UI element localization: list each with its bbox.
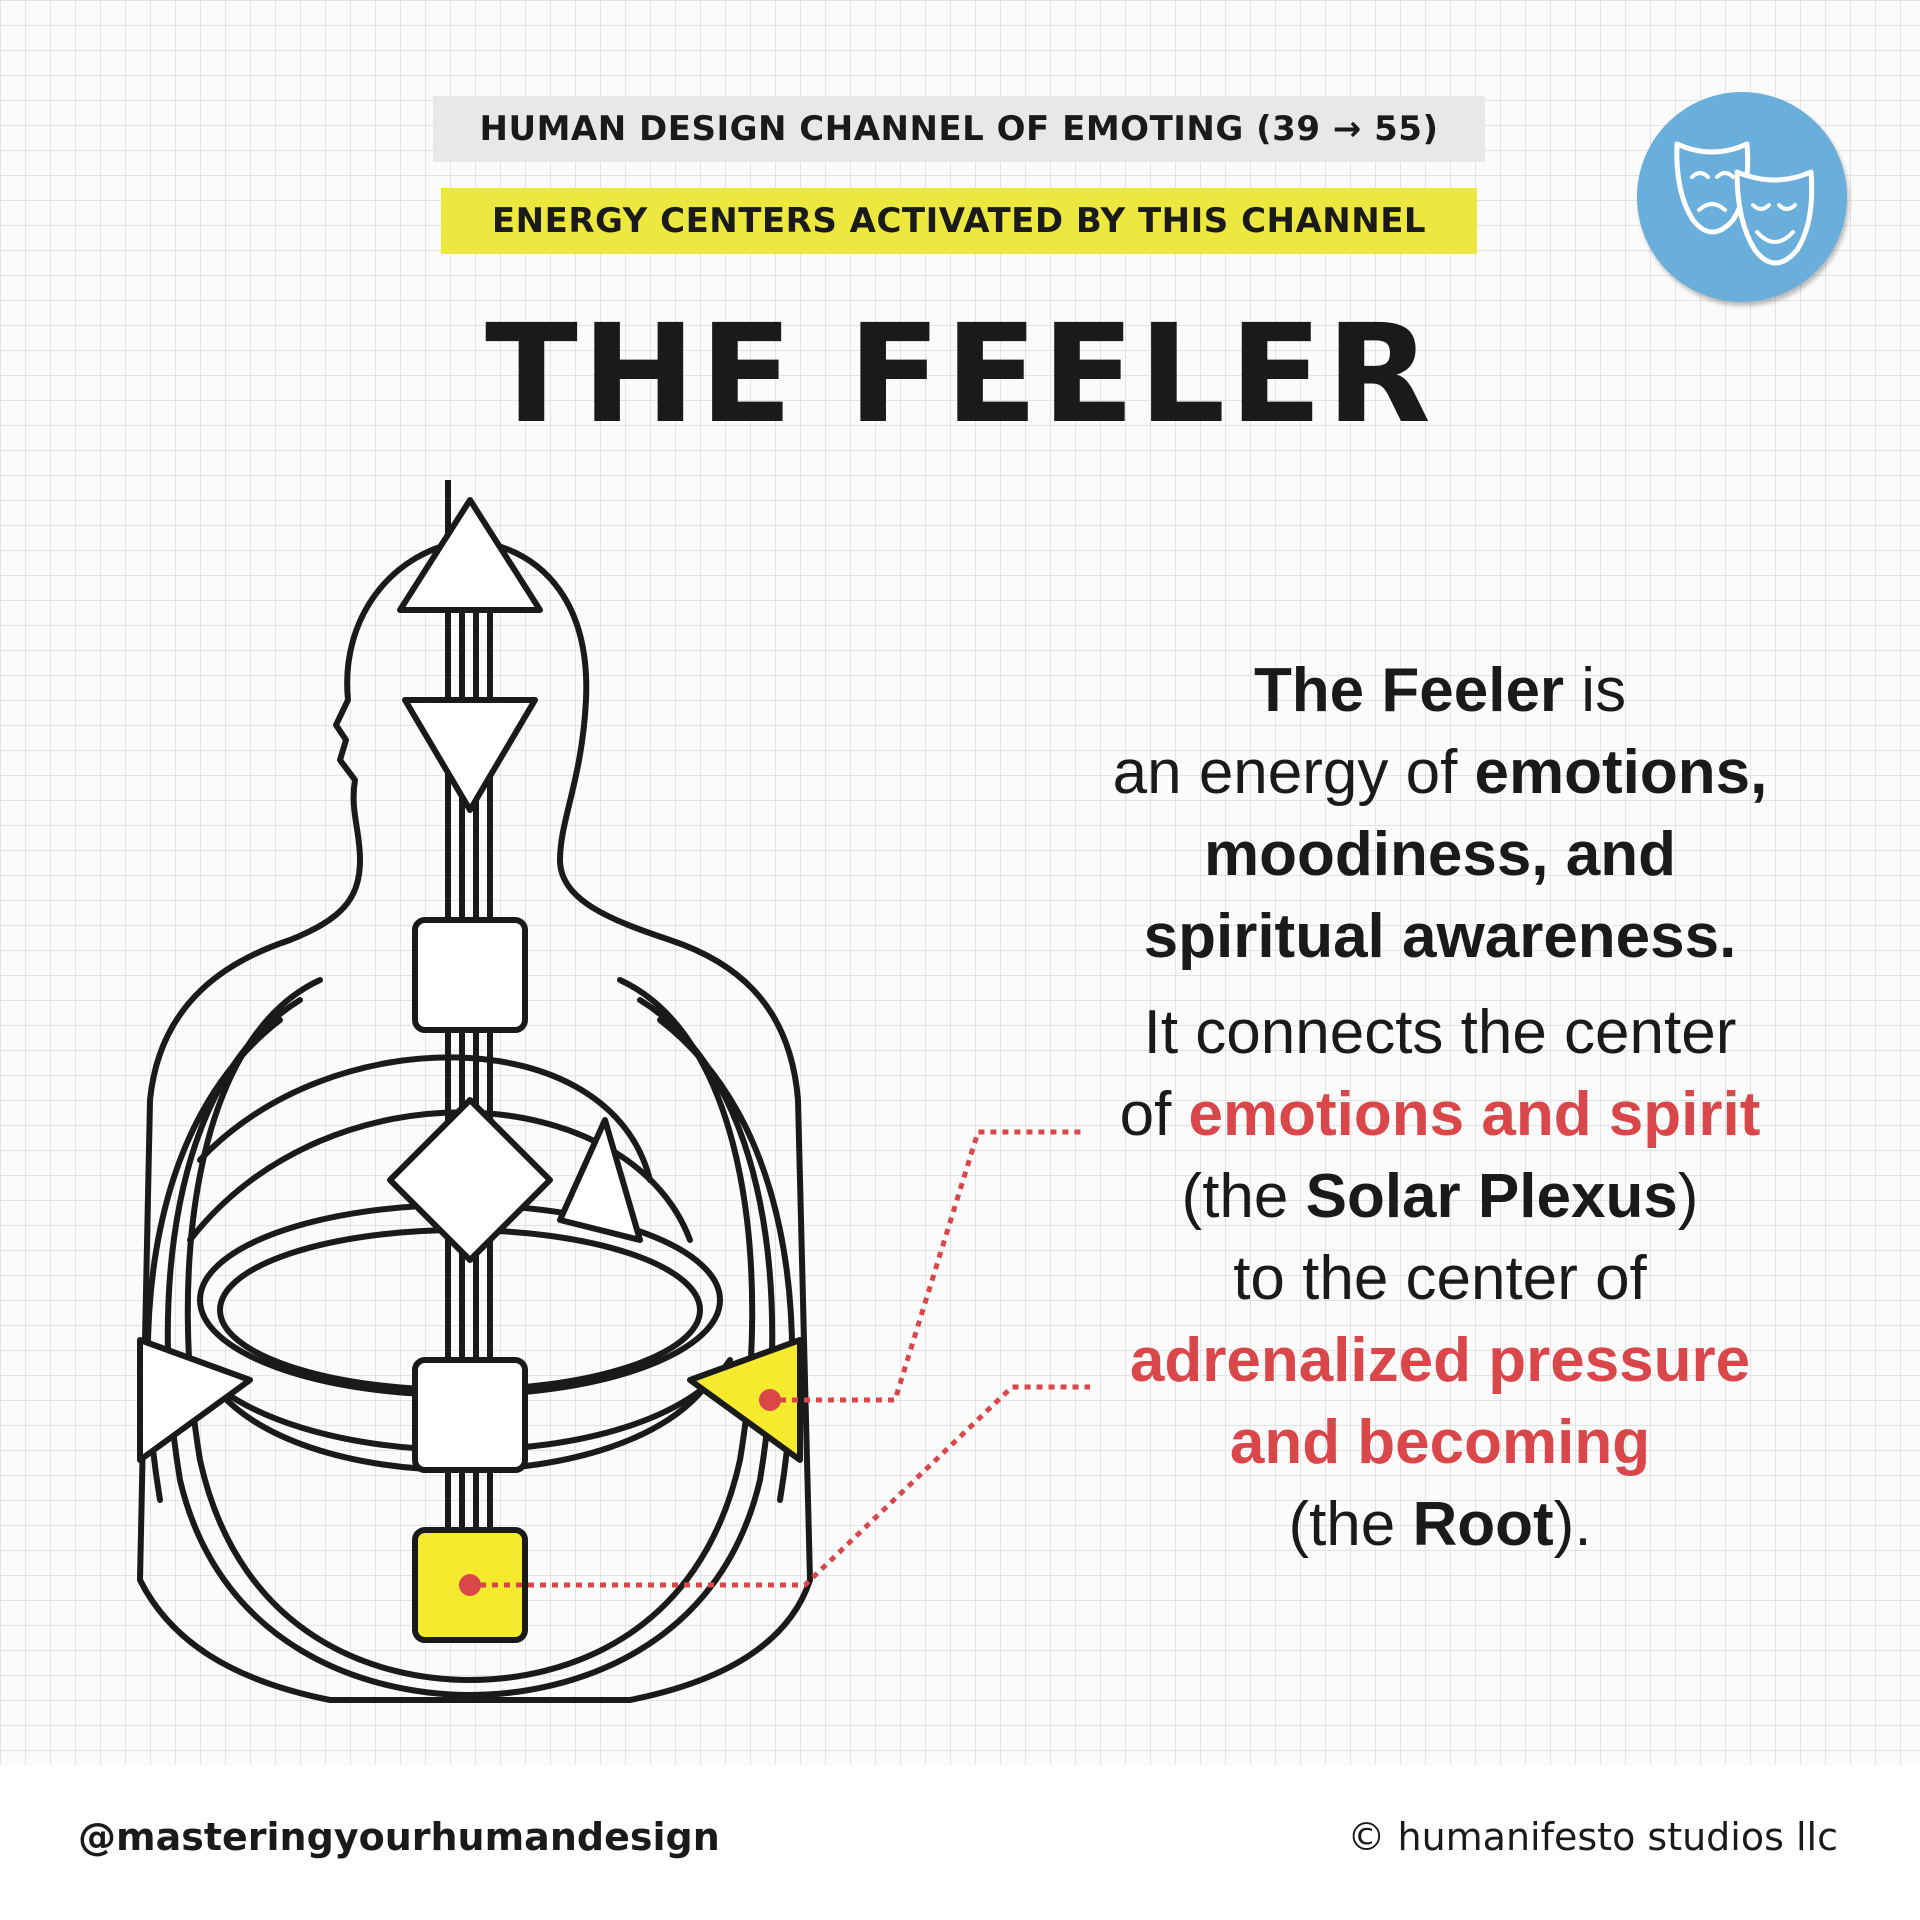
page-title: THE FEELER	[485, 296, 1435, 454]
desc-line-1: The Feeler is	[1253, 656, 1627, 725]
desc-line-11: (the Root).	[1288, 1490, 1592, 1559]
desc-line-9: adrenalized pressure	[1129, 1326, 1751, 1395]
copyright-text: © humanifesto studios llc	[1347, 1815, 1838, 1859]
heart-center	[557, 1117, 643, 1243]
root-dot	[459, 1574, 481, 1596]
theater-masks-icon	[1637, 92, 1847, 302]
g-center	[387, 1097, 553, 1263]
bodygraph-diagram	[137, 480, 813, 1703]
desc-line-4: spiritual awareness.	[1143, 902, 1737, 971]
footer-band	[0, 1765, 1920, 1920]
sacral-center	[412, 1357, 528, 1473]
throat-center	[412, 917, 528, 1033]
desc-line-7: (the Solar Plexus)	[1181, 1162, 1699, 1231]
ajna-center	[402, 697, 538, 813]
desc-line-10: and becoming	[1229, 1408, 1651, 1477]
spleen-center	[137, 1337, 253, 1463]
description-text: The Feeler is an energy of emotions, moo…	[1060, 650, 1820, 1566]
desc-line-6: of emotions and spirit	[1119, 1080, 1761, 1149]
solar-plexus-dot	[759, 1389, 781, 1411]
head-center	[397, 497, 543, 613]
centers-badge: ENERGY CENTERS ACTIVATED BY THIS CHANNEL	[441, 188, 1477, 254]
desc-line-2: an energy of emotions,	[1112, 738, 1768, 807]
desc-line-3: moodiness, and	[1204, 820, 1676, 889]
channel-badge: HUMAN DESIGN CHANNEL OF EMOTING (39 → 55…	[433, 96, 1485, 162]
desc-line-8: to the center of	[1233, 1244, 1647, 1313]
desc-line-5: It connects the center	[1143, 998, 1737, 1067]
social-handle: @masteringyourhumandesign	[78, 1815, 720, 1859]
